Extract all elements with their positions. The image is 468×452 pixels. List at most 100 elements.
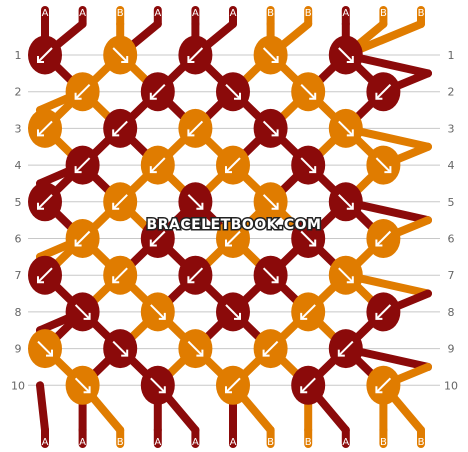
knot [140, 365, 175, 405]
knot [65, 145, 100, 185]
arrow-down-left-icon [37, 194, 53, 210]
top-strand-label: B [418, 8, 425, 19]
row-number-right: 7 [448, 269, 455, 282]
knot [291, 292, 326, 332]
row-number-right: 10 [444, 379, 458, 392]
row-number-left: 5 [15, 196, 22, 209]
row-number-right: 3 [448, 122, 455, 135]
arrow-down-left-icon [225, 377, 241, 394]
knot [65, 72, 100, 112]
bottom-strand-label: B [418, 437, 425, 448]
top-strand-label: A [192, 8, 199, 19]
top-strand-label: A [79, 8, 86, 19]
row-number-left: 10 [11, 379, 25, 392]
knot [366, 72, 401, 112]
row-number-right: 5 [448, 196, 455, 209]
bottom-strand-label: A [42, 437, 49, 448]
knot [216, 365, 250, 405]
row-number-right: 8 [448, 306, 455, 319]
bottom-strand-label: B [380, 437, 387, 448]
arrow-down-left-icon [375, 83, 392, 100]
arrow-down-right-icon [187, 194, 204, 210]
knot [253, 329, 288, 369]
bottom-strand-label: A [342, 437, 349, 448]
arrow-down-left-icon [149, 230, 166, 247]
bottom-strand-label: B [305, 437, 312, 448]
arrow-down-left-icon [112, 194, 128, 210]
knot [103, 108, 138, 148]
top-strand-label: A [230, 8, 237, 19]
knot [216, 72, 250, 112]
arrow-down-right-icon [74, 377, 91, 394]
strand-segment [36, 381, 49, 434]
arrow-down-left-icon [149, 157, 166, 174]
knot [291, 72, 326, 112]
arrow-down-left-icon [37, 47, 53, 63]
knot [28, 108, 62, 148]
arrow-down-left-icon [149, 83, 166, 100]
knot [178, 255, 213, 295]
knot [328, 182, 363, 222]
knot [103, 329, 138, 369]
bottom-strand-label: A [192, 437, 199, 448]
knot [253, 35, 288, 75]
arrow-down-right-icon [150, 377, 166, 394]
arrow-down-left-icon [375, 377, 392, 394]
arrow-down-right-icon [375, 157, 392, 174]
knot [28, 35, 62, 75]
knot [103, 182, 138, 222]
knot [140, 292, 175, 332]
arrow-down-right-icon [262, 267, 279, 284]
arrow-down-right-icon [300, 230, 317, 247]
knot [140, 219, 175, 258]
arrow-down-left-icon [225, 157, 241, 174]
row-number-left: 4 [15, 159, 22, 172]
knot-grid [28, 35, 401, 405]
row-number-right: 6 [448, 233, 455, 246]
arrow-down-right-icon [112, 340, 129, 357]
bottom-strand-label: A [230, 437, 237, 448]
arrow-down-right-icon [262, 47, 279, 63]
knot [328, 35, 363, 75]
arrow-down-left-icon [187, 120, 204, 137]
arrow-down-right-icon [300, 157, 317, 174]
arrow-down-left-icon [262, 340, 279, 357]
arrow-down-right-icon [300, 83, 317, 100]
bottom-strand-label: A [79, 437, 86, 448]
arrow-down-left-icon [74, 157, 91, 174]
knot [178, 329, 213, 369]
knot [291, 145, 326, 185]
bottom-strand-label: B [117, 437, 124, 448]
knot [178, 108, 213, 148]
row-number-right: 9 [448, 343, 455, 356]
knot [28, 182, 62, 222]
knot [366, 292, 401, 332]
row-number-right: 1 [448, 49, 455, 62]
arrow-down-left-icon [74, 230, 91, 247]
arrow-down-right-icon [112, 47, 129, 63]
arrow-down-right-icon [262, 194, 279, 210]
arrow-down-left-icon [375, 230, 392, 247]
knot [253, 108, 288, 148]
knot [65, 219, 100, 258]
arrow-down-right-icon [338, 267, 354, 284]
arrow-down-left-icon [74, 83, 91, 100]
arrow-down-right-icon [150, 304, 166, 320]
knot [28, 329, 62, 369]
knot [253, 255, 288, 295]
top-strand-label: B [117, 8, 124, 19]
arrow-down-left-icon [112, 120, 128, 137]
arrow-down-left-icon [300, 304, 316, 320]
knot [216, 292, 250, 332]
row-number-right: 2 [448, 86, 455, 99]
row-number-left: 6 [15, 233, 22, 246]
knot [253, 182, 288, 222]
top-strand-label: B [305, 8, 312, 19]
knot [366, 365, 401, 405]
knot [328, 108, 363, 148]
top-strand-label: A [42, 8, 49, 19]
